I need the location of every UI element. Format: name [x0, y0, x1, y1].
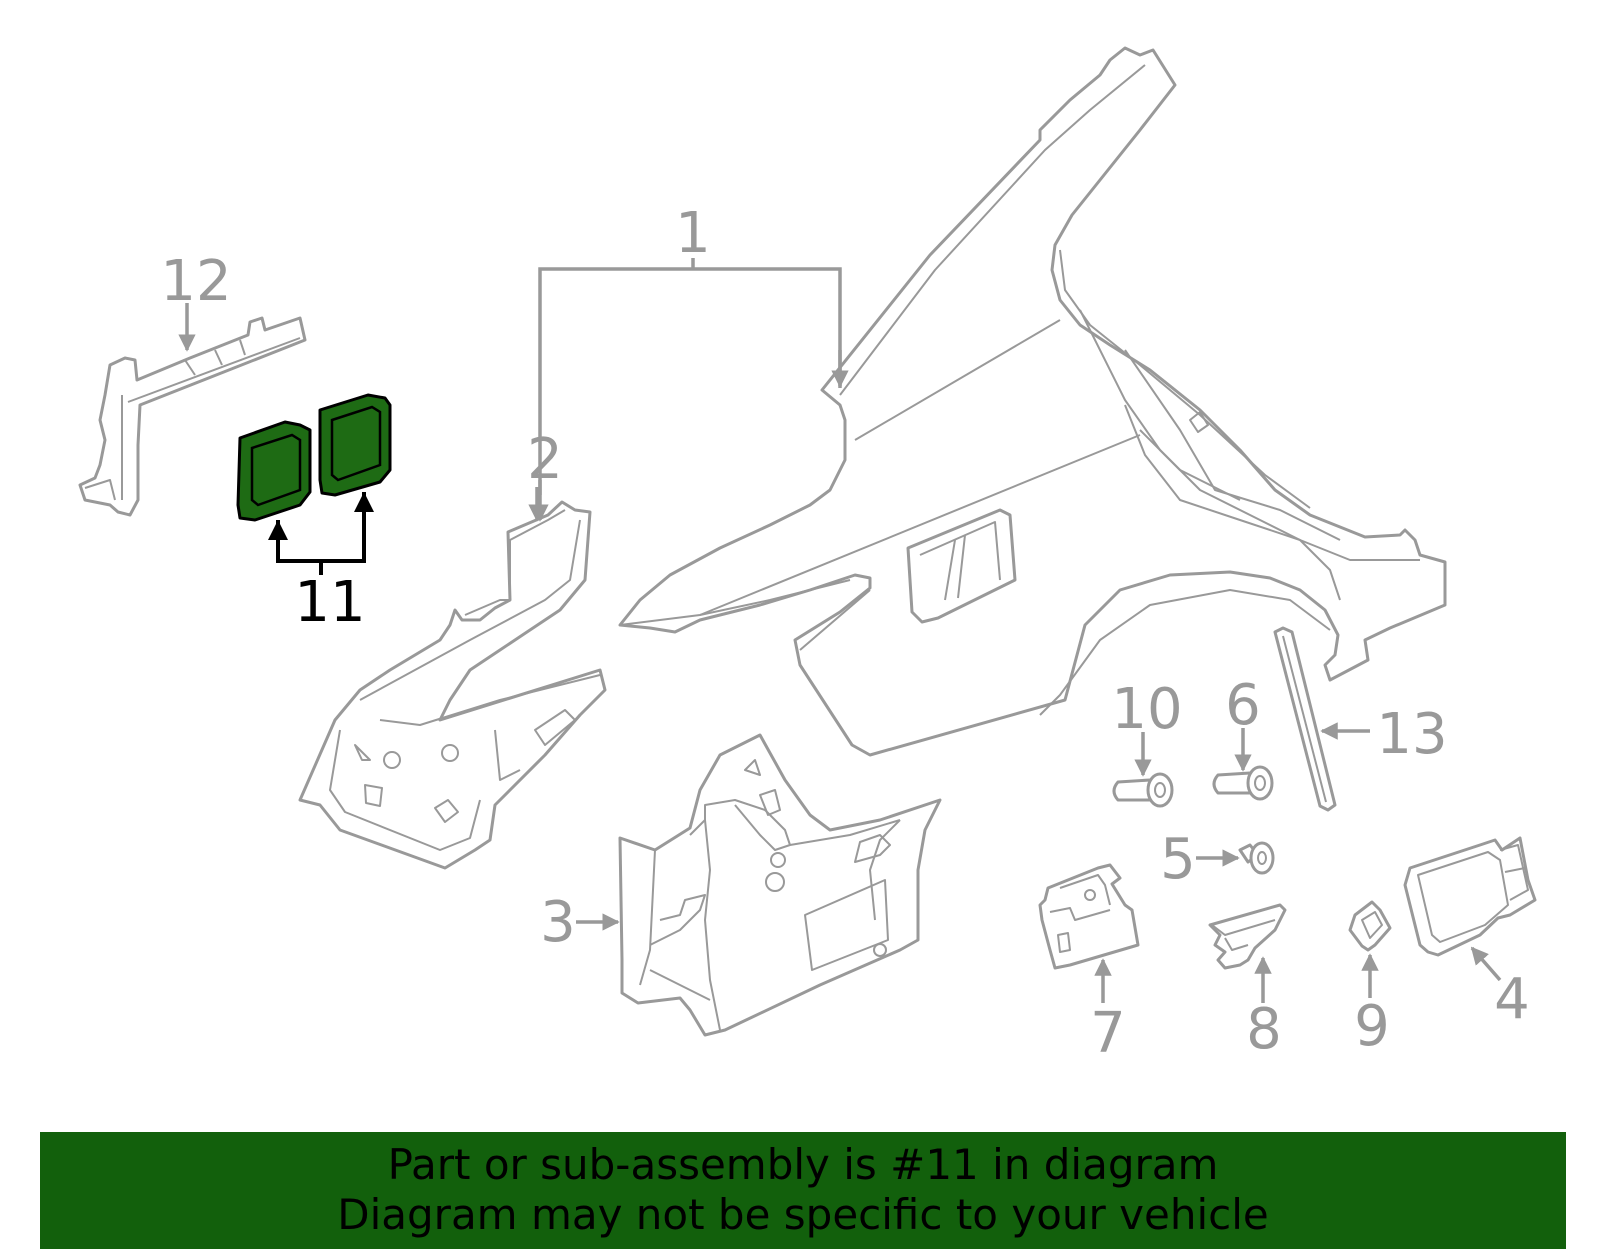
part-9-clip — [1348, 900, 1392, 952]
callout-5-label: 5 — [1160, 827, 1196, 892]
part-5-clip — [1238, 841, 1275, 875]
part-11-plugs — [236, 393, 392, 522]
callout-4-label: 4 — [1494, 967, 1530, 1032]
callout-3-label: 3 — [540, 890, 576, 955]
part-8-bracket — [1208, 903, 1287, 970]
banner-line-1: Part or sub-assembly is #11 in diagram — [387, 1140, 1219, 1189]
callout-8-label: 8 — [1246, 997, 1282, 1062]
callout-1-label: 1 — [675, 201, 711, 266]
callout-2-label: 2 — [527, 427, 563, 492]
callout-10-label: 10 — [1111, 677, 1182, 742]
callout-9-label: 9 — [1354, 994, 1390, 1059]
callout-11-label: 11 — [294, 570, 365, 635]
info-banner: Part or sub-assembly is #11 in diagram D… — [40, 1132, 1566, 1249]
callout-7-label: 7 — [1090, 1001, 1126, 1066]
part-3-wheelhouse — [618, 733, 942, 1037]
part-12-bracket — [78, 316, 307, 517]
callout-12-label: 12 — [160, 249, 231, 314]
part-7-housing — [1038, 863, 1140, 970]
callout-1-bracket — [538, 267, 842, 495]
part-13-strip — [1273, 626, 1337, 812]
part-2-inner-panel — [298, 500, 607, 870]
callout-11-leader — [268, 492, 374, 575]
part-10-pin — [1112, 772, 1174, 808]
part-1-quarter-panel — [618, 46, 1447, 757]
banner-line-2: Diagram may not be specific to your vehi… — [337, 1190, 1269, 1239]
part-4-fuel-door — [1403, 836, 1537, 957]
part-6-pin — [1212, 765, 1274, 801]
callout-13-label: 13 — [1376, 702, 1447, 767]
callout-4-leader — [1470, 946, 1502, 982]
callout-6-label: 6 — [1225, 673, 1261, 738]
